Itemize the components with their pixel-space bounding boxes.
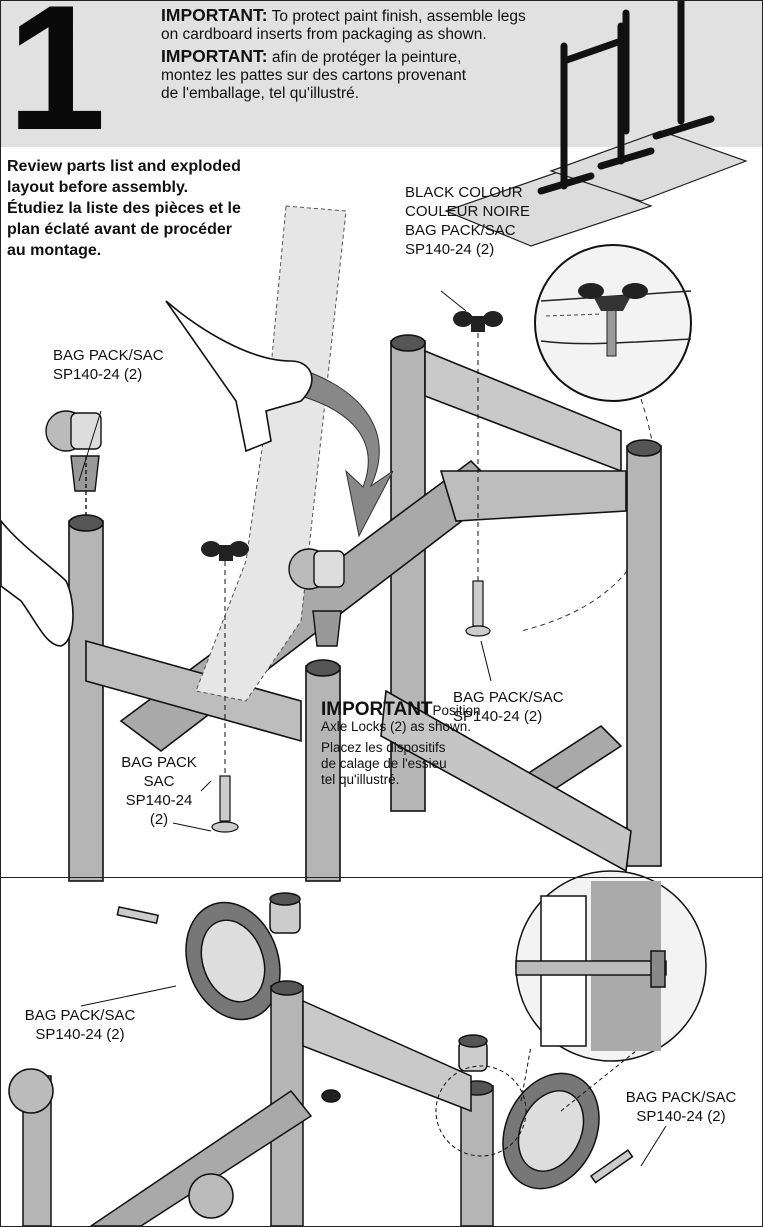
section-divider bbox=[1, 877, 762, 878]
callout-line: BAG PACK/SAC bbox=[453, 689, 564, 706]
callout-caster-left: BAG PACK/SAC SP140-24 (2) bbox=[53, 346, 164, 384]
wingnut-top bbox=[453, 311, 503, 332]
rotate-arrow bbox=[300, 370, 394, 538]
leader-lines bbox=[78, 290, 492, 832]
callout-line: BAG PACK/SAC bbox=[625, 1089, 737, 1106]
review-text: au montage. bbox=[7, 242, 102, 259]
callout-line: SP140-24 (2) bbox=[35, 1026, 125, 1043]
lower-panel-art bbox=[8, 870, 707, 1226]
important-notice-en: IMPORTANT: To protect paint finish, asse… bbox=[161, 6, 526, 44]
callout-wingnut-top: BLACK COLOUR COULEUR NOIRE BAG PACK/SAC … bbox=[405, 183, 530, 259]
callout-line: COULEUR NOIRE bbox=[405, 203, 531, 220]
important-label: IMPORTANT: bbox=[161, 46, 268, 66]
callout-line: SP140-24 (2) bbox=[405, 241, 495, 258]
callout-bolt-right: BAG PACK/SAC SP140-24 (2) bbox=[453, 688, 564, 726]
review-instructions: Review parts list and exploded layout be… bbox=[7, 156, 241, 261]
review-text: layout before assembly. bbox=[7, 179, 189, 196]
callout-bolt-center: BAG PACK SAC SP140-24 (2) bbox=[109, 753, 209, 829]
callout-line: BAG PACK/SAC bbox=[405, 222, 516, 239]
notice-text: tel qu'illustré. bbox=[321, 772, 400, 787]
notice-text: afin de protéger la peinture, bbox=[267, 49, 462, 66]
callout-wheel-left: BAG PACK/SAC SP140-24 (2) bbox=[9, 1006, 151, 1044]
callout-line: SP140-24 (2) bbox=[53, 366, 143, 383]
notice-text: To protect paint finish, assemble legs bbox=[267, 8, 526, 25]
callout-wheel-right: BAG PACK/SAC SP140-24 (2) bbox=[606, 1088, 756, 1126]
review-text: Review parts list and exploded bbox=[7, 158, 241, 175]
notice-text: Placez les dispositifs bbox=[321, 740, 446, 755]
callout-line: BAG PACK/SAC bbox=[53, 347, 164, 364]
review-text: Étudiez la liste des pièces et le bbox=[7, 200, 241, 217]
bolt-right bbox=[465, 580, 491, 637]
important-label: IMPORTANT bbox=[321, 699, 433, 720]
wingnut-center bbox=[201, 541, 249, 561]
important-label: IMPORTANT: bbox=[161, 5, 268, 25]
callout-line: BLACK COLOUR bbox=[405, 184, 523, 201]
callout-line: (2) bbox=[149, 811, 169, 828]
caster-left bbox=[45, 410, 102, 516]
wingnut-zoom-circle bbox=[534, 244, 692, 402]
bolt-center bbox=[211, 775, 239, 833]
caster-center bbox=[288, 548, 345, 647]
cardboard-legs-inset bbox=[444, 1, 748, 247]
callout-line: SP140-24 bbox=[125, 792, 193, 809]
review-text: plan éclaté avant de procéder bbox=[7, 221, 232, 238]
callout-line: BAG PACK bbox=[121, 754, 197, 771]
callout-line: SAC bbox=[143, 773, 175, 790]
notice-text: de calage de l'essieu bbox=[321, 756, 447, 771]
header-band bbox=[1, 1, 762, 147]
callout-line: BAG PACK/SAC bbox=[24, 1007, 136, 1024]
callout-line: SP140-24 (2) bbox=[453, 708, 543, 725]
notice-text: on cardboard inserts from packaging as s… bbox=[161, 26, 487, 43]
notice-text: Axle Locks (2) as shown. bbox=[321, 719, 472, 734]
important-notice-fr: IMPORTANT: afin de protéger la peinture,… bbox=[161, 47, 466, 103]
axle-lock-notice: IMPORTANTPosition Axle Locks (2) as show… bbox=[321, 699, 481, 788]
hand-top bbox=[165, 300, 313, 453]
callout-line: SP140-24 (2) bbox=[636, 1108, 726, 1125]
notice-text: de l'emballage, tel qu'illustré. bbox=[161, 85, 360, 102]
notice-text: Position bbox=[432, 703, 481, 718]
step-number: 1 bbox=[7, 0, 106, 167]
notice-text: montez les pattes sur des cartons proven… bbox=[161, 67, 466, 84]
hand-left bbox=[1, 519, 74, 647]
